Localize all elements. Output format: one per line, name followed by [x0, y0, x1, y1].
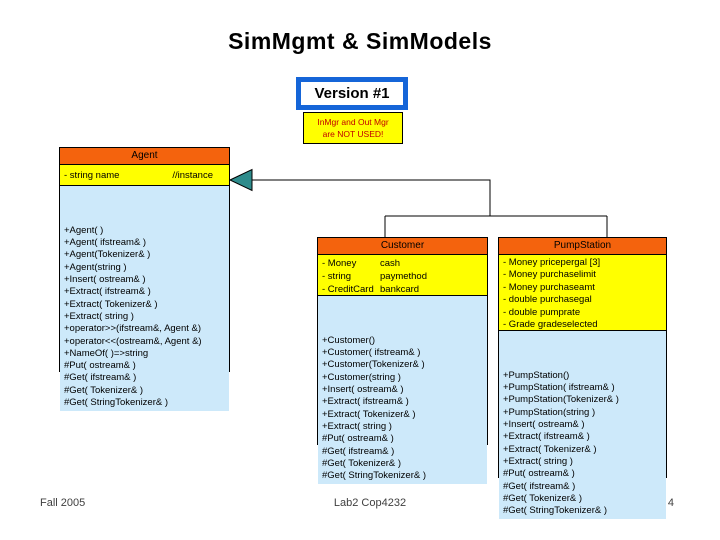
method-line: +Customer(string ) — [322, 371, 401, 383]
method-line: +Extract( Tokenizer& ) — [503, 443, 597, 455]
attribute-line: - Money cash — [322, 257, 483, 270]
attribute-line: - Money purchaseamt — [503, 281, 595, 293]
customer-methods: +Customer()+Customer( ifstream& )+Custom… — [318, 296, 487, 485]
method-line: #Get( ifstream& ) — [322, 445, 395, 457]
attribute-name: cash — [380, 258, 401, 269]
attribute-line: - double purchasegal — [503, 294, 592, 306]
attribute-name: paymethod — [380, 271, 428, 282]
attribute-type: - Money — [322, 258, 357, 269]
attribute-line: - double pumprate — [503, 306, 581, 318]
method-line: #Put( ostream& ) — [322, 433, 394, 445]
method-line: +Customer( ifstream& ) — [322, 347, 421, 359]
slide-title: SimMgmt & SimModels — [228, 28, 492, 54]
agent-methods: +Agent( )+Agent( ifstream& )+Agent(Token… — [60, 186, 229, 412]
method-line: #Get( Tokenizer& ) — [503, 492, 583, 504]
method-line: #Get( StringTokenizer& ) — [64, 397, 169, 409]
method-line: +Insert( ostream& ) — [64, 274, 146, 286]
method-line: +Insert( ostream& ) — [322, 384, 404, 396]
method-line: +Extract( Tokenizer& ) — [64, 298, 158, 310]
attribute-name: bankcard — [380, 284, 420, 295]
pumpstation-attributes: - Money pricepergal [3]- Money purchasel… — [499, 255, 666, 331]
class-name-agent: Agent — [60, 148, 229, 165]
method-line: +Insert( ostream& ) — [503, 419, 585, 431]
note-box: InMgr and Out Mgr are NOT USED! — [303, 112, 403, 144]
note-line-2: are NOT USED! — [322, 129, 384, 139]
class-box-agent: Agent - string name //instance +Agent( )… — [59, 147, 230, 412]
attribute-line: - CreditCard bankcard — [322, 283, 483, 296]
method-line: +PumpStation( ifstream& ) — [503, 382, 615, 394]
method-line: +Customer() — [322, 334, 376, 346]
method-line: #Get( Tokenizer& ) — [64, 384, 144, 396]
method-line: +Agent(string ) — [64, 261, 127, 273]
attribute-type: - CreditCard — [322, 284, 374, 295]
method-line: +Agent( ifstream& ) — [64, 237, 147, 249]
note-line-1: InMgr and Out Mgr — [317, 116, 389, 127]
attribute-line: - Grade gradeselected — [503, 319, 598, 331]
customer-attributes: - Money cash - string paymethod - Credit… — [318, 255, 487, 296]
version-banner: Version #1 — [296, 77, 408, 110]
page-number: 4 — [667, 497, 674, 509]
footer-semester: Fall 2005 — [40, 497, 86, 509]
attribute-line: - Money pricepergal [3] — [503, 257, 601, 268]
method-line: +Extract( ifstream& ) — [322, 396, 409, 408]
method-line: #Get( StringTokenizer& ) — [503, 505, 608, 517]
method-line: +Extract( Tokenizer& ) — [322, 408, 416, 420]
method-line: #Get( ifstream& ) — [503, 480, 576, 492]
attribute-type: - string — [322, 271, 352, 282]
class-box-customer: Customer - Money cash - string paymethod… — [317, 237, 488, 485]
class-name-pumpstation: PumpStation — [499, 238, 666, 255]
connector-lines — [252, 179, 608, 237]
method-line: +Extract( ifstream& ) — [503, 431, 590, 443]
method-line: #Get( StringTokenizer& ) — [322, 470, 427, 482]
agent-attributes: - string name //instance — [60, 165, 229, 186]
method-line: #Put( ostream& ) — [64, 360, 136, 372]
class-box-pumpstation: PumpStation - Money pricepergal [3]- Mon… — [498, 237, 667, 520]
attribute-line: - Money purchaselimit — [503, 269, 596, 281]
method-line: #Get( ifstream& ) — [64, 372, 137, 384]
attribute-line: - string paymethod — [322, 270, 483, 283]
method-line: +PumpStation(string ) — [503, 406, 596, 418]
method-line: +Extract( string ) — [322, 420, 392, 432]
method-line: +PumpStation() — [503, 369, 570, 381]
footer-course: Lab2 Cop4232 — [333, 497, 407, 509]
agent-attribute: - string name — [64, 169, 120, 181]
inheritance-arrow-icon — [228, 168, 253, 192]
method-line: #Get( Tokenizer& ) — [322, 457, 402, 469]
method-line: +operator>>(ifstream&, Agent &) — [64, 323, 202, 335]
method-line: +Agent( ) — [64, 224, 104, 236]
pumpstation-methods: +PumpStation()+PumpStation( ifstream& )+… — [499, 331, 666, 520]
method-line: +Agent(Tokenizer& ) — [64, 249, 151, 261]
agent-attribute-comment: //instance — [172, 169, 213, 181]
method-line: +Extract( ifstream& ) — [64, 286, 151, 298]
method-line: +operator<<(ostream&, Agent &) — [64, 335, 202, 347]
method-line: +Customer(Tokenizer& ) — [322, 359, 425, 371]
method-line: #Put( ostream& ) — [503, 468, 575, 480]
method-line: +NameOf( )=>string — [64, 347, 149, 359]
method-line: +PumpStation(Tokenizer& ) — [503, 394, 619, 406]
method-line: +Extract( string ) — [503, 455, 573, 467]
method-line: +Extract( string ) — [64, 310, 134, 322]
version-label: Version #1 — [314, 85, 390, 102]
class-name-customer: Customer — [318, 238, 487, 255]
